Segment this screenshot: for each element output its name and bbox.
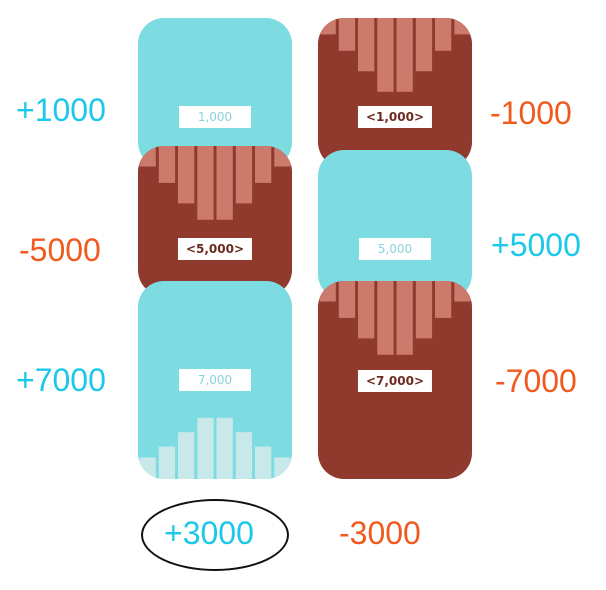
card-value-tag: 1,000 — [179, 106, 251, 128]
card-value-tag: <5,000> — [177, 238, 253, 260]
bar-segment — [396, 281, 413, 355]
card-bars — [139, 417, 291, 479]
loss-card-7000: <7,000> — [318, 281, 472, 479]
bar-segment — [178, 146, 195, 204]
gain-card-5000: 5,000 — [318, 150, 472, 300]
card-value-tag: 7,000 — [179, 369, 251, 391]
bar-segment — [197, 417, 214, 479]
right-total: -3000 — [339, 515, 421, 551]
card-value-tag: <1,000> — [357, 106, 433, 128]
gain-card-7000: 7,000 — [138, 281, 292, 479]
bar-segment — [139, 457, 156, 479]
bar-segment — [435, 281, 452, 318]
bar-segment — [377, 18, 394, 92]
card-bars — [319, 18, 471, 92]
bar-segment — [435, 18, 452, 51]
loss-card-1000: <1,000> — [318, 18, 472, 168]
bar-segment — [139, 146, 156, 167]
right-label-minus-7000: -7000 — [495, 363, 577, 399]
right-label-minus-1000: -1000 — [490, 95, 572, 131]
bar-segment — [158, 146, 176, 183]
card-value-tag: 5,000 — [359, 238, 431, 260]
loss-card-5000: <5,000> — [138, 146, 292, 296]
bar-segment — [415, 18, 433, 72]
bar-segment — [415, 281, 433, 339]
bar-segment — [216, 417, 233, 479]
bar-segment — [255, 446, 272, 479]
left-label-minus-5000: -5000 — [19, 232, 101, 268]
left-label-plus-7000: +7000 — [16, 362, 106, 398]
card-bars — [139, 146, 291, 220]
bar-segment — [358, 281, 375, 339]
bar-segment — [216, 146, 233, 220]
bar-segment — [358, 18, 375, 72]
bar-segment — [274, 146, 291, 167]
bar-segment — [235, 432, 253, 479]
bar-segment — [377, 281, 394, 355]
left-total: +3000 — [164, 515, 254, 551]
bar-segment — [178, 432, 195, 479]
bar-segment — [197, 146, 214, 220]
card-bars — [319, 281, 471, 355]
bar-segment — [454, 281, 471, 302]
bar-segment — [396, 18, 413, 92]
bar-segment — [319, 18, 336, 35]
bar-segment — [454, 18, 471, 35]
total-highlight-oval — [141, 499, 289, 571]
card-value-tag: <7,000> — [357, 370, 433, 392]
right-label-plus-5000: +5000 — [491, 227, 581, 263]
bar-segment — [338, 18, 356, 51]
bar-segment — [235, 146, 253, 204]
bar-segment — [255, 146, 272, 183]
gain-card-1000: 1,000 — [138, 18, 292, 168]
left-label-plus-1000: +1000 — [16, 92, 106, 128]
bar-segment — [274, 457, 291, 479]
bar-segment — [338, 281, 356, 318]
bar-segment — [158, 446, 176, 479]
bar-segment — [319, 281, 336, 302]
